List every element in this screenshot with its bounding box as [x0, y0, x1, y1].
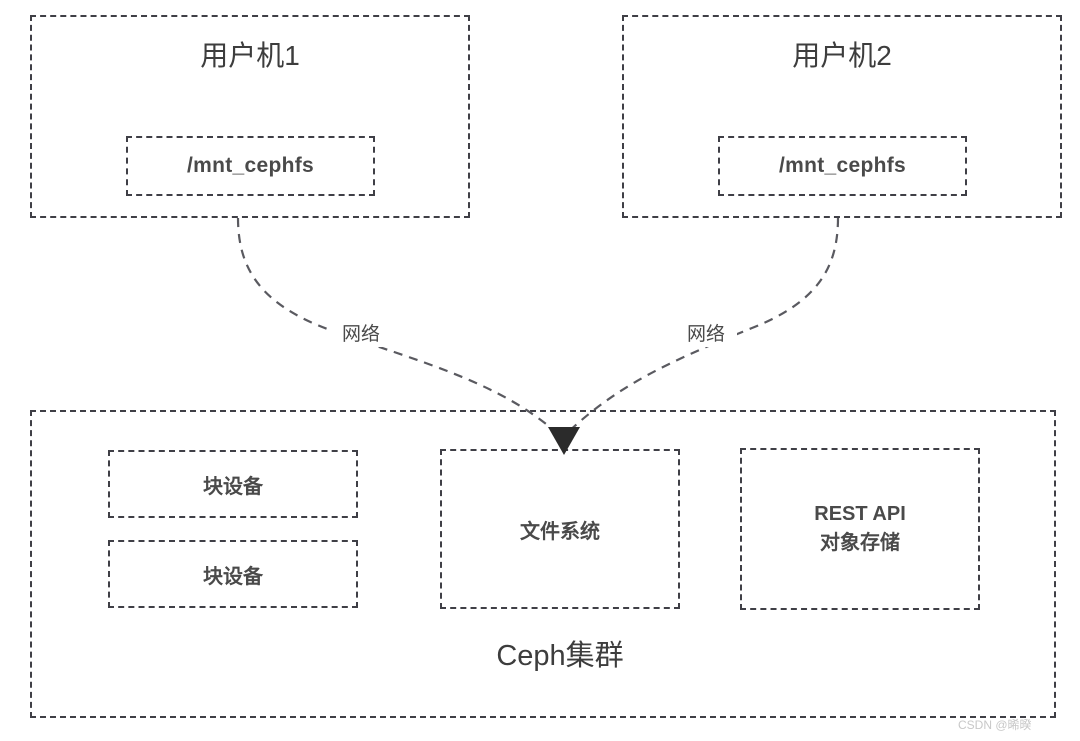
block-device-1-box[interactable]: 块设备	[108, 450, 358, 518]
client-machine-2-box[interactable]	[622, 15, 1062, 218]
object-store-box[interactable]: REST API 对象存储	[740, 448, 980, 610]
network-label-2: 网络	[675, 323, 737, 347]
connector-client1-to-filesystem	[236, 217, 559, 435]
client-1-mount-label: /mnt_cephfs	[187, 154, 314, 177]
client-1-mount-box[interactable]: /mnt_cephfs	[126, 136, 375, 196]
ceph-cluster-name: Ceph集群	[496, 640, 624, 672]
client-machine-1-title: 用户机1	[200, 40, 300, 71]
client-machine-2-title: 用户机2	[792, 40, 892, 71]
block-device-2-label: 块设备	[203, 565, 263, 588]
network-label-1: 网络	[330, 323, 392, 347]
block-device-2-box[interactable]: 块设备	[108, 540, 358, 608]
client-machine-1-box[interactable]	[30, 15, 470, 218]
block-device-1-label: 块设备	[203, 475, 263, 498]
filesystem-label: 文件系统	[520, 520, 600, 543]
object-store-line2: 对象存储	[820, 532, 900, 554]
filesystem-box[interactable]: 文件系统	[440, 449, 680, 609]
csdn-watermark: CSDN @晞暌	[958, 718, 1032, 732]
client-2-mount-label: /mnt_cephfs	[779, 154, 906, 177]
client-2-mount-box[interactable]: /mnt_cephfs	[718, 136, 967, 196]
object-store-line1: REST API	[814, 503, 906, 525]
